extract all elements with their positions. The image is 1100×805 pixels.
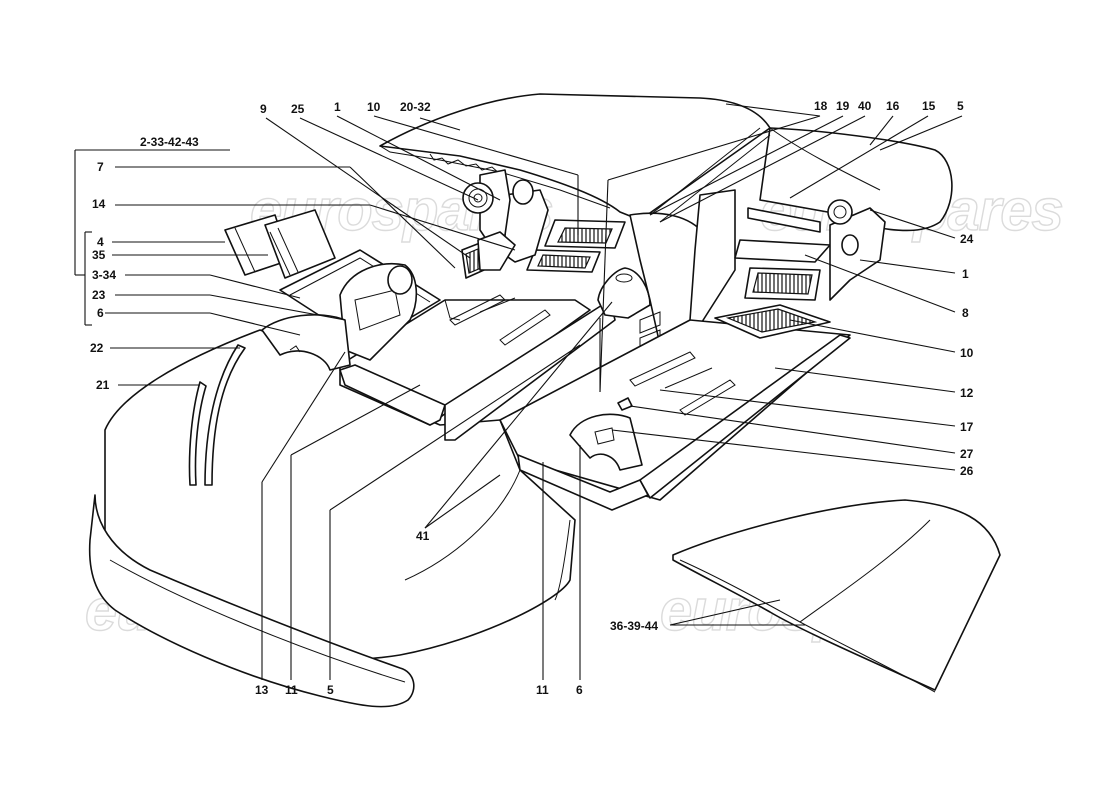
callout-3-34: 3-34 <box>92 268 116 282</box>
callout-40: 40 <box>858 99 872 113</box>
right-long-trim-12 <box>639 334 851 499</box>
callout-23: 23 <box>92 288 106 302</box>
callout-22: 22 <box>90 341 104 355</box>
left-speaker <box>462 182 494 214</box>
callout-1-right: 1 <box>962 267 969 281</box>
callout-4: 4 <box>97 235 104 249</box>
callout-20-32: 20-32 <box>400 100 431 114</box>
callout-12: 12 <box>960 386 974 400</box>
callout-24: 24 <box>960 232 974 246</box>
callout-27: 27 <box>960 447 974 461</box>
callout-5-bottom: 5 <box>327 683 334 697</box>
front-bumper <box>88 494 415 708</box>
callout-14: 14 <box>92 197 106 211</box>
right-speaker <box>827 199 853 225</box>
callout-labels: 9 25 1 10 20-32 18 19 40 16 15 5 2-33-42… <box>90 99 974 697</box>
trim-strip-21 <box>188 381 207 486</box>
callout-15: 15 <box>922 99 936 113</box>
rear-glass-inset <box>672 499 1001 693</box>
callout-2-33-42-43: 2-33-42-43 <box>140 135 199 149</box>
car-body-outline <box>88 93 953 708</box>
callout-25: 25 <box>291 102 305 116</box>
rear-shelf-strip <box>747 207 821 233</box>
rear-right-body <box>759 127 953 232</box>
callout-26: 26 <box>960 464 974 478</box>
trim-strip-22 <box>204 344 246 486</box>
callout-16: 16 <box>886 99 900 113</box>
callout-7: 7 <box>97 160 104 174</box>
callout-6-bottom: 6 <box>576 683 583 697</box>
callout-10-right: 10 <box>960 346 974 360</box>
callout-6-left: 6 <box>97 306 104 320</box>
left-box-35 <box>264 209 336 279</box>
callout-10-top: 10 <box>367 100 381 114</box>
right-interior <box>499 127 886 511</box>
right-rear-mat <box>734 239 831 263</box>
right-quarter-trim <box>829 207 886 301</box>
headliner-panel <box>379 93 771 221</box>
callout-21: 21 <box>96 378 110 392</box>
callout-35: 35 <box>92 248 106 262</box>
callout-36-39-44: 36-39-44 <box>610 619 658 633</box>
gear-boot <box>597 267 651 319</box>
callout-19: 19 <box>836 99 850 113</box>
left-interior <box>188 169 626 486</box>
right-side-trim <box>689 189 736 326</box>
callout-18: 18 <box>814 99 828 113</box>
callout-17: 17 <box>960 420 974 434</box>
callout-8: 8 <box>962 306 969 320</box>
callout-11-a: 11 <box>285 683 298 697</box>
callout-13: 13 <box>255 683 269 697</box>
left-sill-trim <box>339 364 446 426</box>
leader-lines <box>74 103 963 680</box>
callout-11-b: 11 <box>536 683 549 697</box>
rear-glass <box>672 499 1001 691</box>
callout-41: 41 <box>416 529 430 543</box>
callout-5-top: 5 <box>957 99 964 113</box>
callout-9: 9 <box>260 102 267 116</box>
left-wheel-arch <box>261 314 351 371</box>
callout-1-top: 1 <box>334 100 341 114</box>
